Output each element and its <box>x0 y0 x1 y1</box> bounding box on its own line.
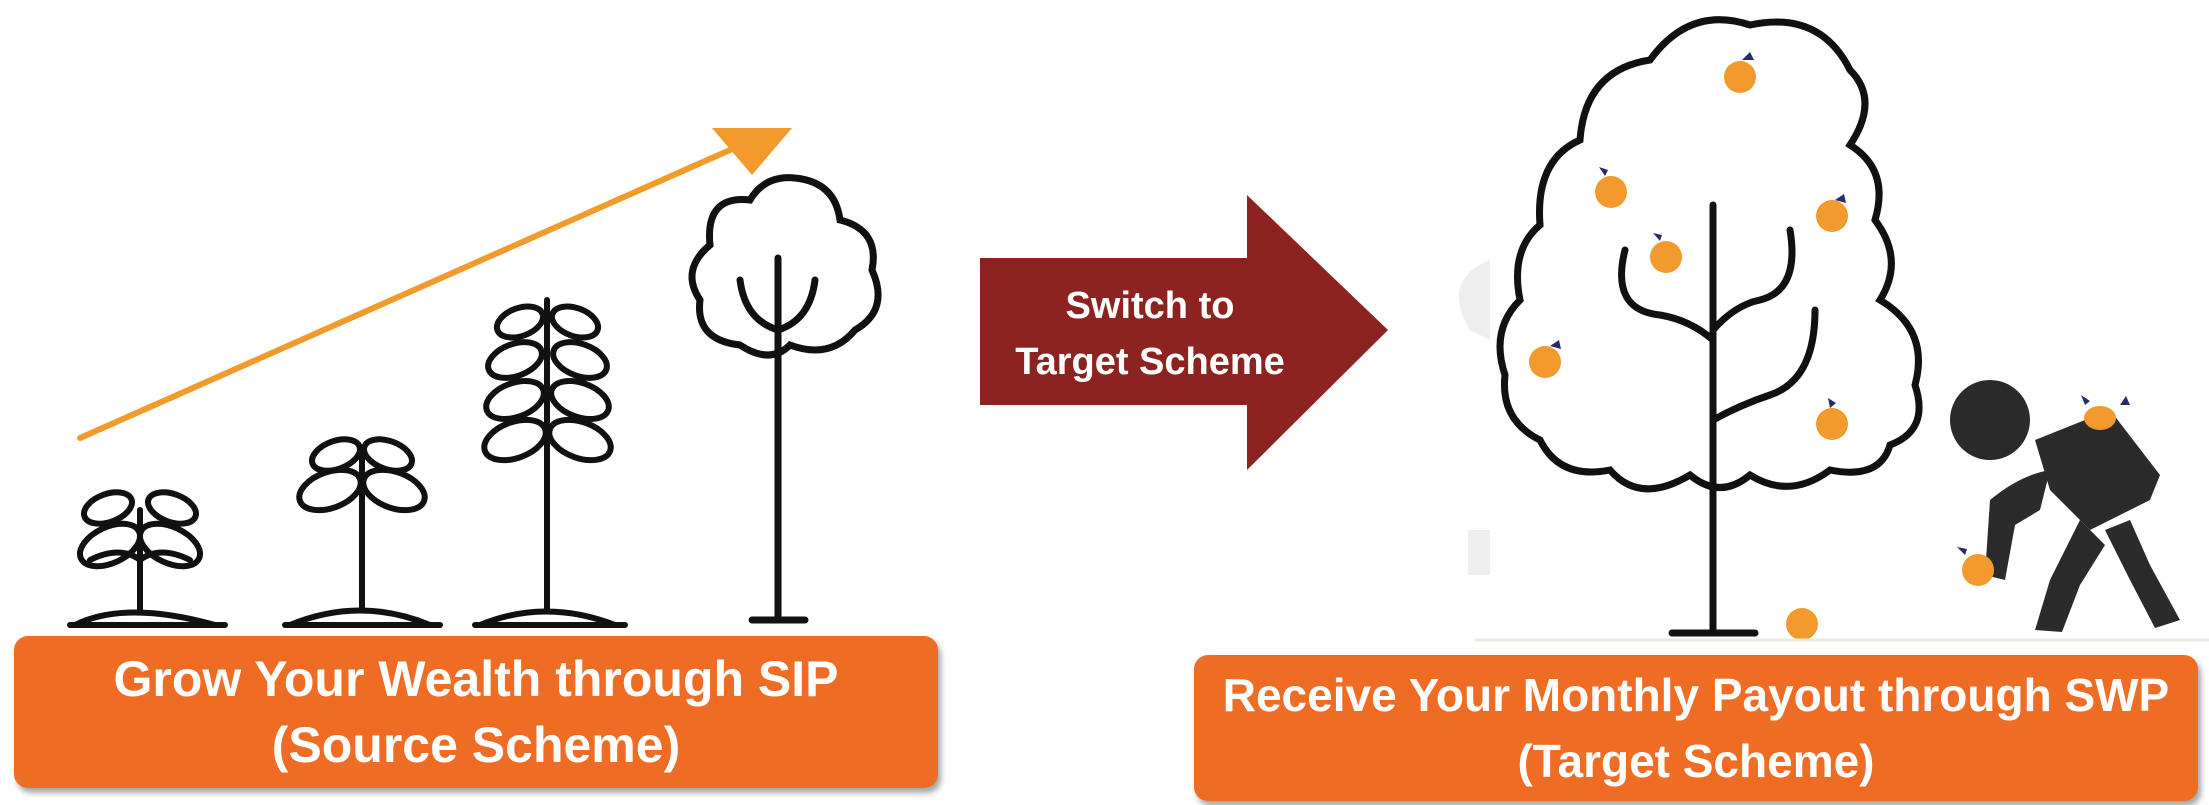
fruit-tree-icon <box>1496 16 1923 640</box>
plant-small-icon <box>67 489 228 628</box>
watermark-shape <box>1458 260 1490 575</box>
plant-large-icon <box>472 297 628 628</box>
swp-banner-title: Receive Your Monthly Payout through SWP <box>1222 669 2170 721</box>
plant-medium-icon <box>282 436 443 628</box>
swp-banner-subtitle: (Target Scheme) <box>1517 735 1875 787</box>
arrow-label-line1: Switch to <box>1065 285 1235 327</box>
arrow-label-line2: Target Scheme <box>1015 341 1285 383</box>
sip-banner-title: Grow Your Wealth through SIP <box>113 651 839 707</box>
switch-arrow-icon <box>980 195 1388 470</box>
growth-arrow-icon <box>77 128 792 441</box>
swp-banner: Receive Your Monthly Payout through SWP … <box>1194 655 2198 801</box>
sip-banner: Grow Your Wealth through SIP (Source Sch… <box>14 636 938 788</box>
tree-icon <box>688 174 882 624</box>
sip-banner-subtitle: (Source Scheme) <box>271 717 681 773</box>
harvester-person-icon <box>1950 380 2180 632</box>
switch-arrow-label: Switch to Target Scheme <box>990 278 1310 390</box>
